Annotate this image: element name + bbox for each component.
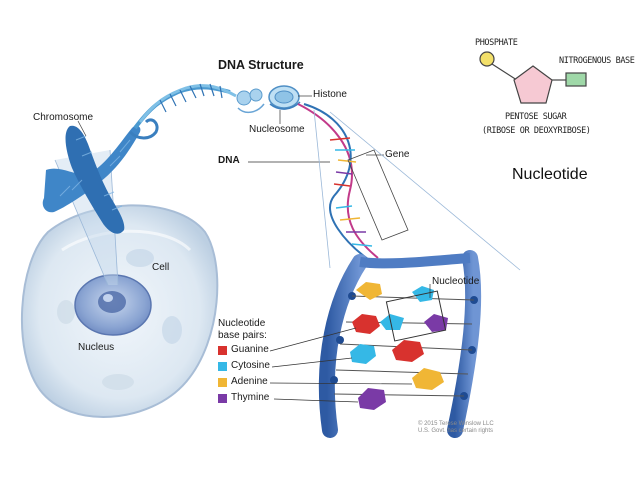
legend-pointers <box>269 327 413 403</box>
legend-swatch <box>218 362 227 371</box>
legend-swatch <box>218 346 227 355</box>
legend-label: Thymine <box>231 392 270 403</box>
sketch-label-pentose-sugar: PENTOSE SUGAR <box>505 112 567 122</box>
sketch-label-phosphate: PHOSPHATE <box>475 38 518 48</box>
gene-bracket <box>347 149 409 241</box>
chromosome <box>42 125 141 234</box>
label-gene: Gene <box>385 149 410 160</box>
label-nucleus: Nucleus <box>78 342 115 353</box>
phosphate-icon <box>479 51 495 67</box>
label-dna: DNA <box>218 155 240 166</box>
sketch-caption: Nucleotide <box>512 166 588 183</box>
dna-helix-lower <box>318 250 482 438</box>
legend-heading-2: base pairs: <box>218 330 267 341</box>
nucleosomes <box>236 85 301 114</box>
legend-label: Cytosine <box>231 360 270 371</box>
nucleus <box>74 274 152 336</box>
dna-helix-upper <box>297 103 379 263</box>
legend-swatch <box>218 378 227 387</box>
sketch-label-nitrogenous-base: NITROGENOUS BASE <box>559 56 635 66</box>
nucleotide-sketch <box>479 51 587 104</box>
label-histone: Histone <box>313 89 347 100</box>
base-pair-thymine <box>358 314 448 410</box>
legend-swatch <box>218 394 227 403</box>
legend-label: Adenine <box>231 376 268 387</box>
base-pair-adenine <box>356 282 444 390</box>
diagram-title: DNA Structure <box>218 58 304 72</box>
label-nucleotide-dna: Nucleotide <box>432 276 480 287</box>
legend-label: Guanine <box>231 344 269 355</box>
base-pair-guanine <box>352 314 424 362</box>
copyright-line-1: © 2015 Terese Winslow LLC <box>418 421 494 427</box>
chromatin-fiber <box>128 83 237 140</box>
sketch-label-sugar-types: (RIBOSE OR DEOXYRIBOSE) <box>482 126 591 136</box>
legend-heading-1: Nucleotide <box>218 318 266 329</box>
pentose-sugar-icon <box>513 65 553 104</box>
nitrogenous-base-icon <box>565 72 587 87</box>
label-nucleosome: Nucleosome <box>249 124 305 135</box>
copyright-line-2: U.S. Govt. has certain rights <box>418 428 494 434</box>
label-cell: Cell <box>152 262 170 273</box>
label-chromosome: Chromosome <box>33 112 94 123</box>
